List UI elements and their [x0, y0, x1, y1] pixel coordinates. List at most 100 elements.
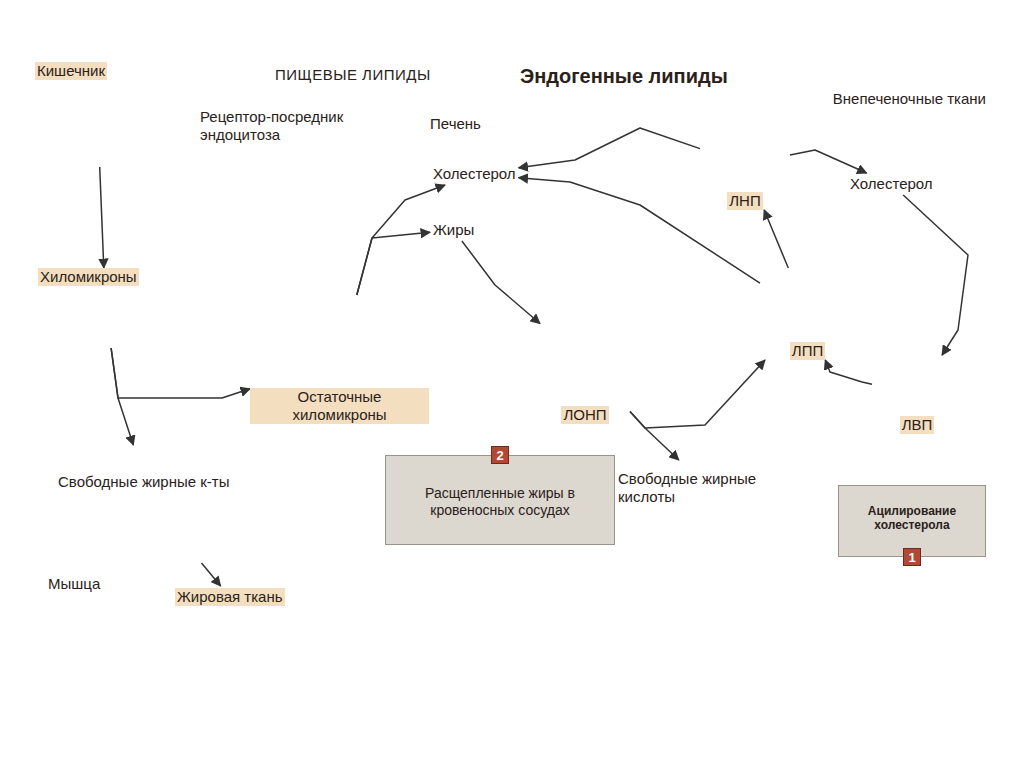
- fat-stroke: [762, 575, 778, 581]
- fat-stroke: [802, 575, 818, 581]
- organ-label: Кишечник: [35, 62, 160, 167]
- node-label: Холестерол: [850, 175, 933, 193]
- fat-stroke: [316, 572, 332, 578]
- particle: [50, 300, 94, 344]
- callout-pointer: [860, 388, 878, 486]
- fat-stroke: [306, 563, 322, 569]
- fat-stroke: [752, 584, 768, 590]
- callout-number: 2: [491, 446, 509, 464]
- substance-label: Холестерол: [847, 173, 936, 195]
- particle-shine: [620, 125, 625, 130]
- fat-stroke: [722, 575, 738, 581]
- fat-stroke: [722, 593, 738, 599]
- particle-shine: [929, 371, 934, 376]
- tissue-circle: Внепеченочные тканиХолестерол: [825, 88, 990, 268]
- fat-stroke: [812, 620, 828, 626]
- flow-arrow: [100, 167, 104, 268]
- intestine-loop: [42, 91, 140, 97]
- liver-organ: ПеченьХолестеролЖиры: [385, 95, 735, 295]
- node-label: Мышца: [48, 575, 100, 593]
- fat-stroke: [276, 554, 292, 560]
- flow-arrow: [519, 128, 700, 168]
- fat-stroke: [772, 620, 788, 626]
- flow-arrow: [111, 348, 133, 445]
- fat-stroke: [792, 620, 808, 626]
- particle-shine: [58, 308, 71, 321]
- receptor-star: [367, 216, 377, 228]
- lipolysis-line: [614, 452, 692, 468]
- node-label: Печень: [430, 115, 481, 133]
- fat-stroke: [792, 584, 808, 590]
- particle: [880, 370, 896, 386]
- particle: [120, 300, 164, 344]
- fat-stroke: [782, 611, 798, 617]
- node-label: Внепеченочные ткани: [833, 90, 986, 108]
- particle-shine: [606, 134, 610, 138]
- particle-shine: [292, 344, 300, 352]
- fat-stroke: [266, 563, 282, 569]
- particle-group: Хиломикроны: [38, 268, 173, 348]
- particle-shine: [711, 130, 716, 135]
- particle: [799, 275, 821, 297]
- flow-arrow: [357, 185, 445, 295]
- node-label: Хиломикроны: [38, 268, 139, 286]
- intestine-loop: [70, 135, 146, 142]
- flow-arrow: [357, 232, 430, 295]
- particle: [807, 309, 829, 331]
- particle-shine: [324, 340, 332, 348]
- particle-shine: [945, 361, 950, 366]
- particle-group: ЛНП: [700, 118, 790, 210]
- particle-shine: [919, 389, 924, 394]
- particle-shine: [783, 310, 790, 317]
- flow-arrow: [903, 195, 968, 355]
- fat-stroke: [296, 572, 312, 578]
- particle: [732, 120, 748, 136]
- node-label: Расщепленные жиры в кровеносных сосудах: [396, 485, 604, 519]
- fat-stroke: [742, 575, 758, 581]
- particle-shine: [717, 155, 722, 160]
- fat-stroke: [782, 593, 798, 599]
- particle-shine: [905, 365, 910, 370]
- fat-stroke: [732, 602, 748, 608]
- flow-arrow: [825, 360, 872, 384]
- fat-stroke: [316, 554, 332, 560]
- node-label: Холестерол: [433, 165, 516, 183]
- fat-stroke: [762, 593, 778, 599]
- particle: [825, 285, 847, 307]
- intestine-loop: [55, 120, 150, 127]
- particle-shine: [803, 279, 810, 286]
- particle-shine: [212, 400, 219, 407]
- particle: [259, 299, 285, 325]
- particle: [104, 401, 152, 449]
- muscle-tissue: Свободные жирные к-тыМышца: [50, 445, 255, 563]
- tissue-outline: [827, 108, 987, 268]
- particle: [255, 332, 281, 358]
- flow-arrow: [111, 348, 250, 398]
- particle: [916, 386, 932, 402]
- background-panel: [34, 60, 992, 634]
- particle-shine: [585, 342, 594, 351]
- fat-stroke: [762, 611, 778, 617]
- fat-stroke: [782, 575, 798, 581]
- particle: [317, 303, 343, 329]
- muscle-tissue: Свободные жирные кислоты: [615, 460, 840, 552]
- particle-shine: [260, 337, 268, 345]
- fat-stroke: [306, 545, 322, 551]
- fat-stroke: [772, 584, 788, 590]
- particle-shine: [743, 151, 748, 156]
- note-box: 2Расщепленные жиры в кровеносных сосудах: [385, 455, 615, 545]
- node-label: Жировая ткань: [175, 588, 285, 606]
- particle-shine: [624, 191, 630, 197]
- liver-outline: [395, 101, 733, 291]
- receptor-star: [813, 134, 823, 146]
- particle-shine: [552, 308, 561, 317]
- particle-shine: [568, 372, 576, 380]
- fat-stroke: [742, 611, 758, 617]
- fat-stroke: [286, 563, 302, 569]
- particle: [762, 158, 778, 174]
- particle: [545, 335, 575, 365]
- fat-stroke: [276, 572, 292, 578]
- particle: [902, 362, 918, 378]
- particle: [740, 148, 756, 164]
